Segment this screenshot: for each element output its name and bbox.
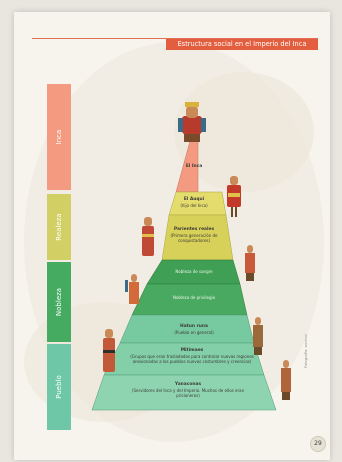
textbook-page: Estructura social en el Imperio del Inca… [14,12,330,460]
worker-figure-right-illustration [253,317,263,355]
tier-label-nobleza-privilegio: Nobleza de privilegio [154,295,234,301]
tier-label-hatun-runa: Hatun runa (Pueblo en general) [149,324,239,335]
tier-name: Hatun runa [180,324,208,329]
tier-name: Parientes reales [173,227,215,232]
page-title: Estructura social en el Imperio del Inca [166,39,318,50]
noble-figure-right-illustration [245,245,255,281]
tier-name: El Inca [185,164,203,169]
tier-description: (hijo del Inca) [180,202,208,208]
tier-label-mitimaes: Mitimaes (Grupos que eran trasladados pa… [124,348,260,365]
header-rule [32,38,318,39]
tier-name: Nobleza de privilegio [172,295,216,300]
tier-name: Nobleza de sangre [175,269,213,274]
side-bar-inca: Inca [47,84,71,190]
tier-description: (Servidores del Inca y del Imperio. Much… [131,387,245,399]
side-bar-nobleza: Nobleza [47,262,71,342]
noble-figure-left-illustration [125,274,139,304]
tier-label-yanaconas: Yanaconas (Servidores del Inca y del Imp… [126,382,250,399]
pyramid-tier-yanaconas [91,374,277,411]
tier-name: Yanaconas [174,382,202,387]
inca-figure-illustration [178,102,206,142]
auqui-figure-illustration [227,176,241,217]
tier-name: Mitimaes [180,348,204,353]
tier-label-nobleza-sangre: Nobleza de sangre [159,269,229,275]
side-bar-pueblo: Pueblo [47,344,71,430]
tier-description: (Pueblo en general) [174,329,214,335]
tier-label-inca: El Inca [164,164,224,170]
pyramid-tier-inca [175,133,199,193]
woman-figure-left-illustration [103,329,115,372]
social-pyramid [91,102,291,411]
tier-label-parientes-reales: Parientes reales (Primera generación de … [164,227,224,244]
noble-woman-figure-illustration [142,217,154,256]
tier-description: (Grupos que eran trasladados para contro… [130,353,254,365]
side-bar-realeza: Realeza [47,194,71,260]
tier-label-auqui: El Auqui (hijo del Inca) [164,197,224,208]
page-number: 29 [310,436,326,452]
tier-name: El Auqui [183,197,205,202]
man-figure-right-illustration [281,360,291,400]
tier-description: (Primera generación de conquistadores) [170,232,218,244]
image-credit: Fotografía: archivo [304,334,308,368]
